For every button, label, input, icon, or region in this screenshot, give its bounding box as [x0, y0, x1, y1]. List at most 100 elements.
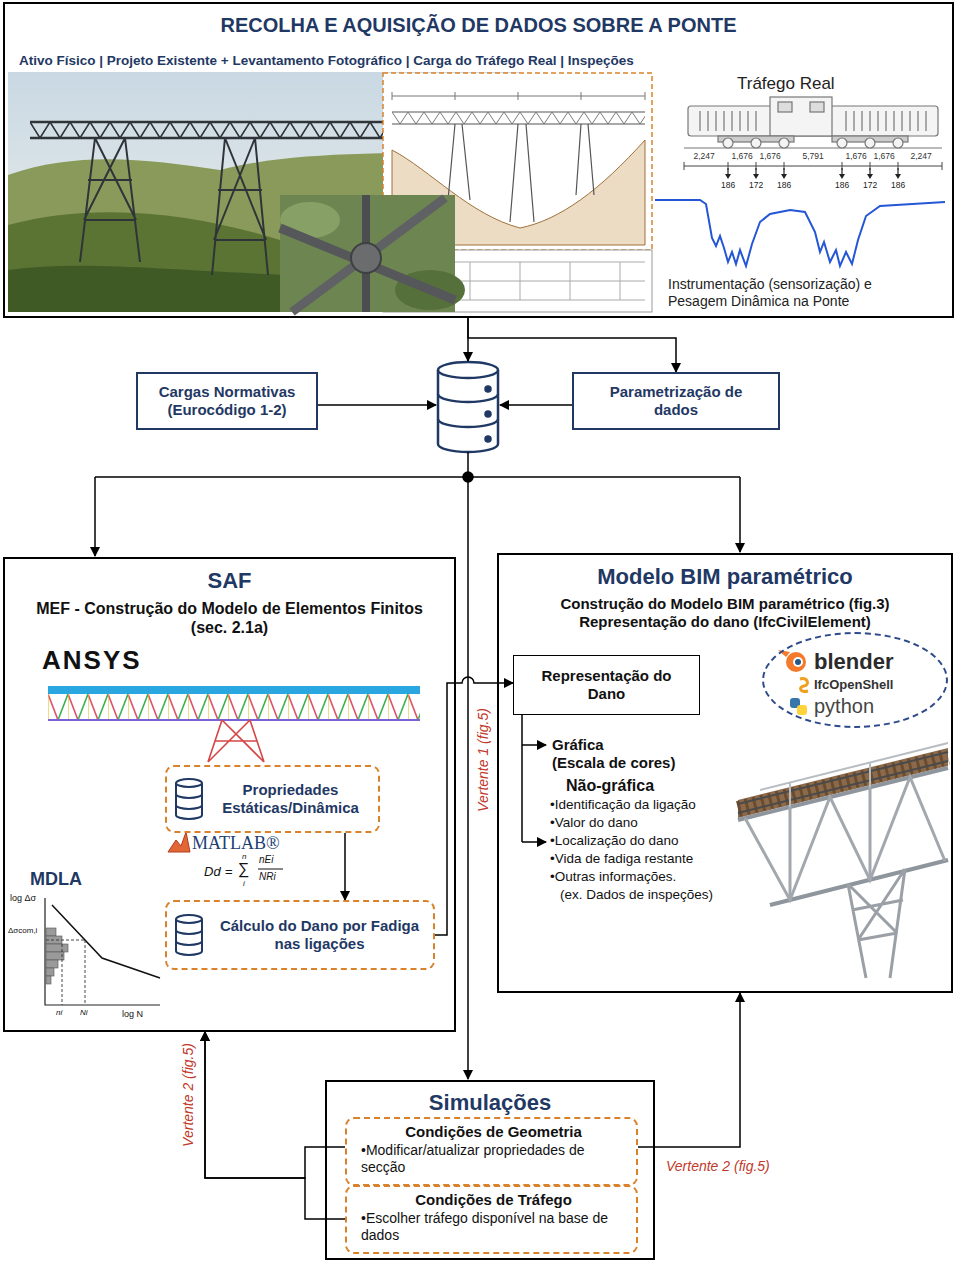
simulation-panel: SimulaçõesCondições de Geometria•Modific…: [325, 1080, 655, 1260]
strain-signal: [655, 200, 945, 266]
node-title: Cargas Normativas (Eurocódigo 1-2): [148, 383, 306, 419]
software-icons-part: [795, 659, 801, 665]
bim-bridge-render: [738, 743, 948, 978]
locomotive-drawing-part: [751, 138, 761, 148]
sn-curve-plot-part-part: [46, 952, 64, 960]
node-title: SAF: [29, 567, 430, 595]
annotation-label: 2,247: [694, 151, 715, 161]
flow-connector: [468, 318, 676, 372]
node-text: •Modificar/atualizar propriedades de sec…: [361, 1142, 626, 1176]
annotation-label: (ex. Dados de inspeções): [560, 887, 713, 903]
sn-curve-plot-part: [45, 898, 160, 1005]
damage-leader-lines-part: [522, 744, 546, 746]
annotation-label: •Outras informações.: [550, 869, 676, 885]
process-box: Representação do Dano: [513, 655, 700, 715]
design-drawing-part: [392, 112, 645, 124]
node-title: blender: [814, 648, 942, 676]
node-title: Representação do Dano: [522, 667, 691, 703]
annotation-label: •Vida de fadiga restante: [550, 851, 693, 867]
flow-connector: [344, 833, 346, 900]
input-box: Cargas Normativas (Eurocódigo 1-2): [136, 372, 318, 430]
design-drawing-part: [392, 92, 645, 100]
annotation-label: Δσcom,i: [8, 926, 37, 936]
sn-curve-plot-part-part: [46, 968, 54, 976]
locomotive-drawing: [684, 97, 942, 148]
annotation-label: ∑: [238, 859, 249, 878]
sn-curve-plot-part-part: [46, 960, 58, 968]
annotation-label: Dd: [204, 864, 221, 880]
matlab-icon: [168, 832, 190, 852]
annotation-label: ANSYS: [42, 645, 142, 676]
annotation-label: 1,676: [732, 151, 753, 161]
annotation-label: Instrumentação (sensorização) e Pesagem …: [668, 276, 930, 310]
option-box: Condições de Tráfego•Escolher tráfego di…: [345, 1185, 638, 1254]
tools-ellipse: blenderIfcOpenShellpython: [762, 632, 948, 728]
annotation-label: 172: [749, 180, 763, 190]
bim-bridge-render-part: [745, 777, 945, 900]
database-icon: [438, 362, 498, 452]
small-database-icon-part: [176, 779, 202, 787]
locomotive-drawing-part: [865, 138, 875, 148]
node-text: Representação do dano (IfcCivilElement): [509, 613, 941, 631]
saf-panel: SAFMEF - Construção do Modelo de Element…: [3, 557, 456, 1032]
bridge-photo-part: [212, 138, 268, 275]
edge-label: Vertente 2 (fig.5): [664, 1158, 772, 1174]
node-text: IfcOpenShell: [814, 676, 942, 694]
node-title: Modelo BIM paramétrico: [509, 563, 941, 591]
annotation-label: MATLAB®: [192, 832, 280, 854]
annotation-label: Tráfego Real: [737, 74, 835, 94]
connection-photo: [280, 195, 465, 312]
annotation-label: 186: [835, 180, 849, 190]
locomotive-drawing-part: [837, 138, 847, 148]
bim-bridge-render-part: [738, 748, 948, 818]
data-flow-lines-part: [463, 472, 473, 482]
software-icons-part: [797, 705, 807, 715]
software-icons-part: [793, 657, 803, 667]
annotation-label: 186: [777, 180, 791, 190]
formula-bar: [258, 869, 283, 870]
data-flow-lines-part: [500, 404, 572, 406]
flow-connector: [205, 1032, 345, 1178]
node-title: Propriedades Estáticas/Dinâmica: [209, 781, 372, 817]
fem-model-part: [48, 686, 420, 694]
bridge-photo-part: [80, 138, 140, 262]
annotation-label: MDLA: [30, 868, 82, 890]
annotation-label: =: [225, 864, 233, 880]
data-store-box: Propriedades Estáticas/Dinâmica: [165, 765, 380, 833]
sn-curve-plot-part-part: [46, 976, 51, 984]
annotation-label: nEi: [259, 854, 273, 866]
node-text: Construção do Modelo BIM paramétrico (fi…: [509, 595, 941, 613]
bim-bridge-render-part: [848, 869, 905, 978]
database-icon-part: [486, 412, 491, 417]
annotation-label: 1,676: [874, 151, 895, 161]
small-database-icon-part: [176, 794, 202, 809]
annotation-label: 5,791: [803, 151, 824, 161]
node-title: Cálculo do Dano por Fadiga nas ligações: [212, 917, 427, 953]
node-title: Simulações: [337, 1090, 643, 1116]
annotation-label: 172: [863, 180, 877, 190]
edge-label: Vertente 2 (fig.5): [180, 1041, 196, 1149]
annotation-label: 1,676: [846, 151, 867, 161]
damage-leader-lines-part: [521, 715, 523, 842]
design-drawing-part: [448, 124, 594, 222]
database-icon-part: [438, 394, 498, 427]
option-box: Condições de Geometria•Modificar/atualiz…: [345, 1117, 638, 1186]
data-flow-lines-part: [318, 404, 436, 406]
node-text: Ativo Físico | Projeto Existente + Levan…: [19, 52, 938, 69]
edge-label: Vertente 1 (fig.5): [475, 706, 491, 814]
fem-model-part: [48, 719, 420, 721]
annotation-label: Ni: [80, 1008, 88, 1018]
strain-signal-part: [655, 200, 945, 266]
sn-curve-plot-part-part: [46, 928, 56, 936]
annotation-label: Não-gráfica: [566, 776, 654, 795]
locomotive-drawing-part: [770, 97, 832, 136]
database-icon-part: [438, 370, 498, 452]
fem-model-part: [208, 720, 264, 762]
axle-load-scheme-part: [725, 174, 901, 179]
data-store-box: Cálculo do Dano por Fadiga nas ligações: [165, 900, 435, 970]
axle-load-scheme-part: [728, 168, 898, 174]
small-database-icon-part: [176, 915, 202, 923]
bim-bridge-render-part: [738, 757, 948, 809]
